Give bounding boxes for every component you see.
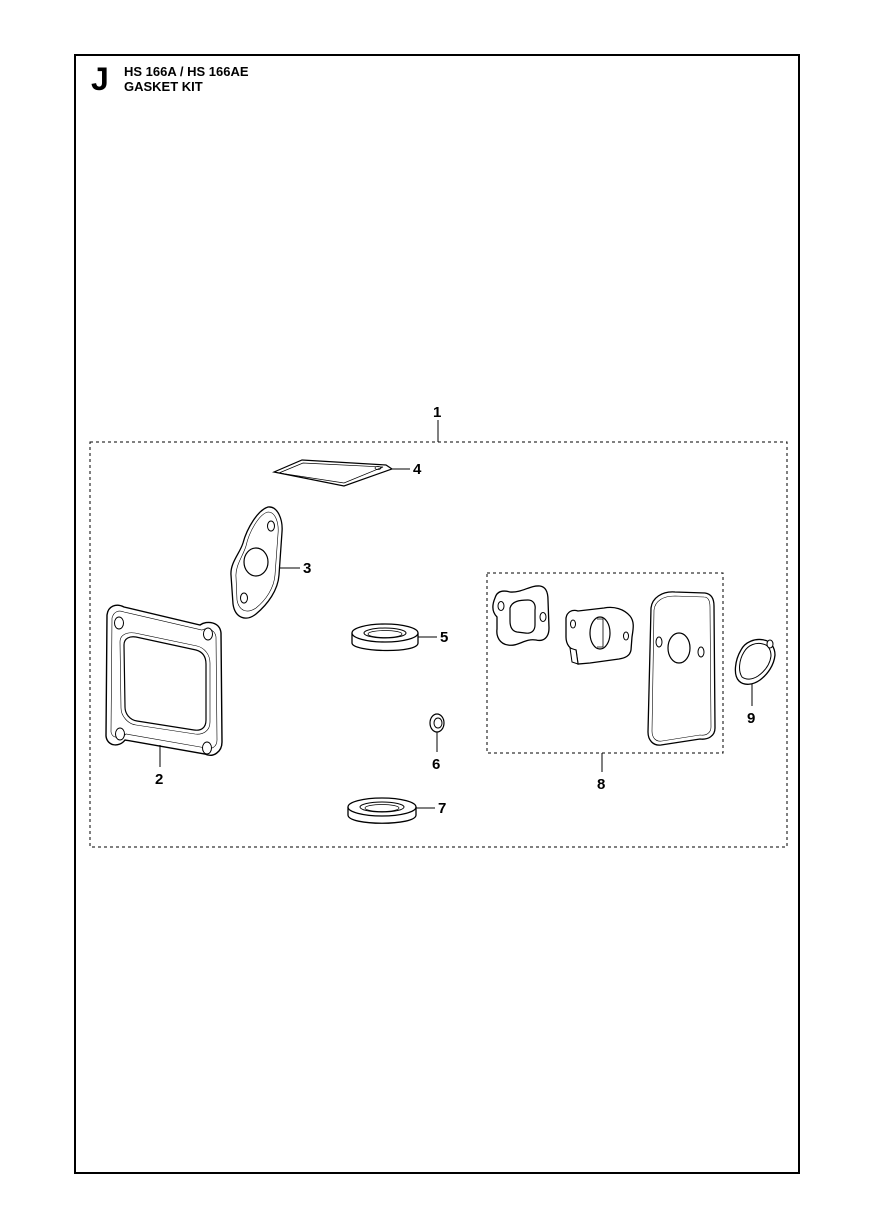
part-5-oil-seal bbox=[351, 623, 419, 652]
part-8-gasket-b bbox=[565, 606, 634, 665]
part-8-gasket-a bbox=[492, 585, 550, 646]
callout-6: 6 bbox=[432, 756, 440, 773]
part-3-flange-gasket bbox=[230, 506, 283, 619]
part-8-gasket-c bbox=[647, 591, 716, 746]
part-4-gasket bbox=[271, 459, 394, 487]
part-8-group-box bbox=[486, 572, 724, 754]
section-letter: J bbox=[91, 61, 109, 97]
page-frame bbox=[74, 54, 800, 1174]
diagram-title: GASKET KIT bbox=[124, 79, 203, 94]
model-name: HS 166A / HS 166AE bbox=[124, 64, 249, 79]
callout-7: 7 bbox=[438, 800, 446, 817]
callout-5: 5 bbox=[440, 629, 448, 646]
callout-3: 3 bbox=[303, 560, 311, 577]
part-2-square-gasket bbox=[105, 604, 223, 756]
callout-1: 1 bbox=[433, 404, 441, 421]
callout-4: 4 bbox=[413, 461, 422, 478]
callout-2: 2 bbox=[155, 771, 163, 788]
callout-8: 8 bbox=[597, 776, 605, 793]
part-6-washer bbox=[429, 713, 445, 733]
title-block: HS 166A / HS 166AE GASKET KIT bbox=[124, 64, 249, 94]
part-7-oil-seal bbox=[347, 797, 417, 824]
part-9-ring-gasket bbox=[734, 638, 776, 685]
callout-9: 9 bbox=[747, 710, 755, 727]
